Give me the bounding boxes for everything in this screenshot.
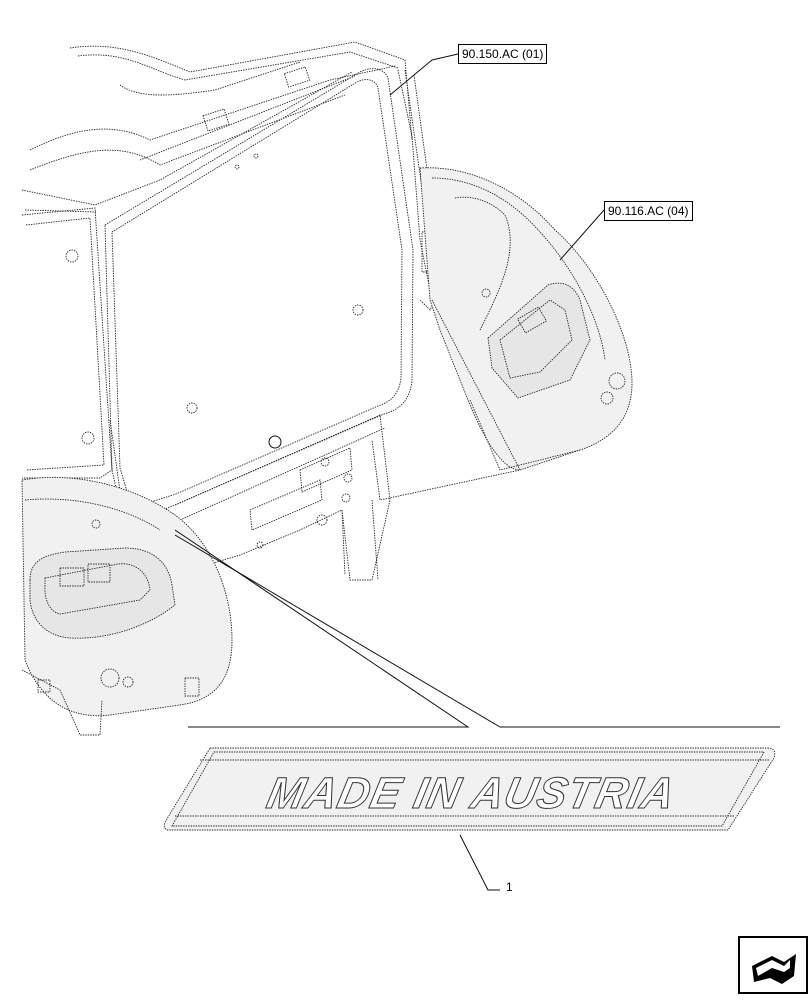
next-page-arrow-icon	[752, 954, 796, 984]
item-number-label: 1	[506, 880, 513, 894]
right-fender	[371, 167, 633, 501]
callout-label-90-116[interactable]: 90.116.AC (04)	[604, 201, 693, 221]
leader-line-callout-a	[389, 59, 433, 96]
decal-text: MADE IN AUSTRIA	[263, 769, 680, 817]
left-fender	[21, 476, 233, 736]
rear-cross-member	[174, 414, 391, 581]
leader-line-item-1	[459, 834, 500, 891]
leader-lines	[174, 53, 780, 891]
rear-window	[104, 68, 414, 521]
decal-plate: MADE IN AUSTRIA	[163, 747, 776, 831]
leader-line-callout-b	[559, 209, 605, 261]
left-side-window	[21, 207, 131, 521]
callout-label-90-150[interactable]: 90.150.AC (01)	[458, 44, 548, 64]
next-page-button[interactable]	[738, 936, 808, 994]
